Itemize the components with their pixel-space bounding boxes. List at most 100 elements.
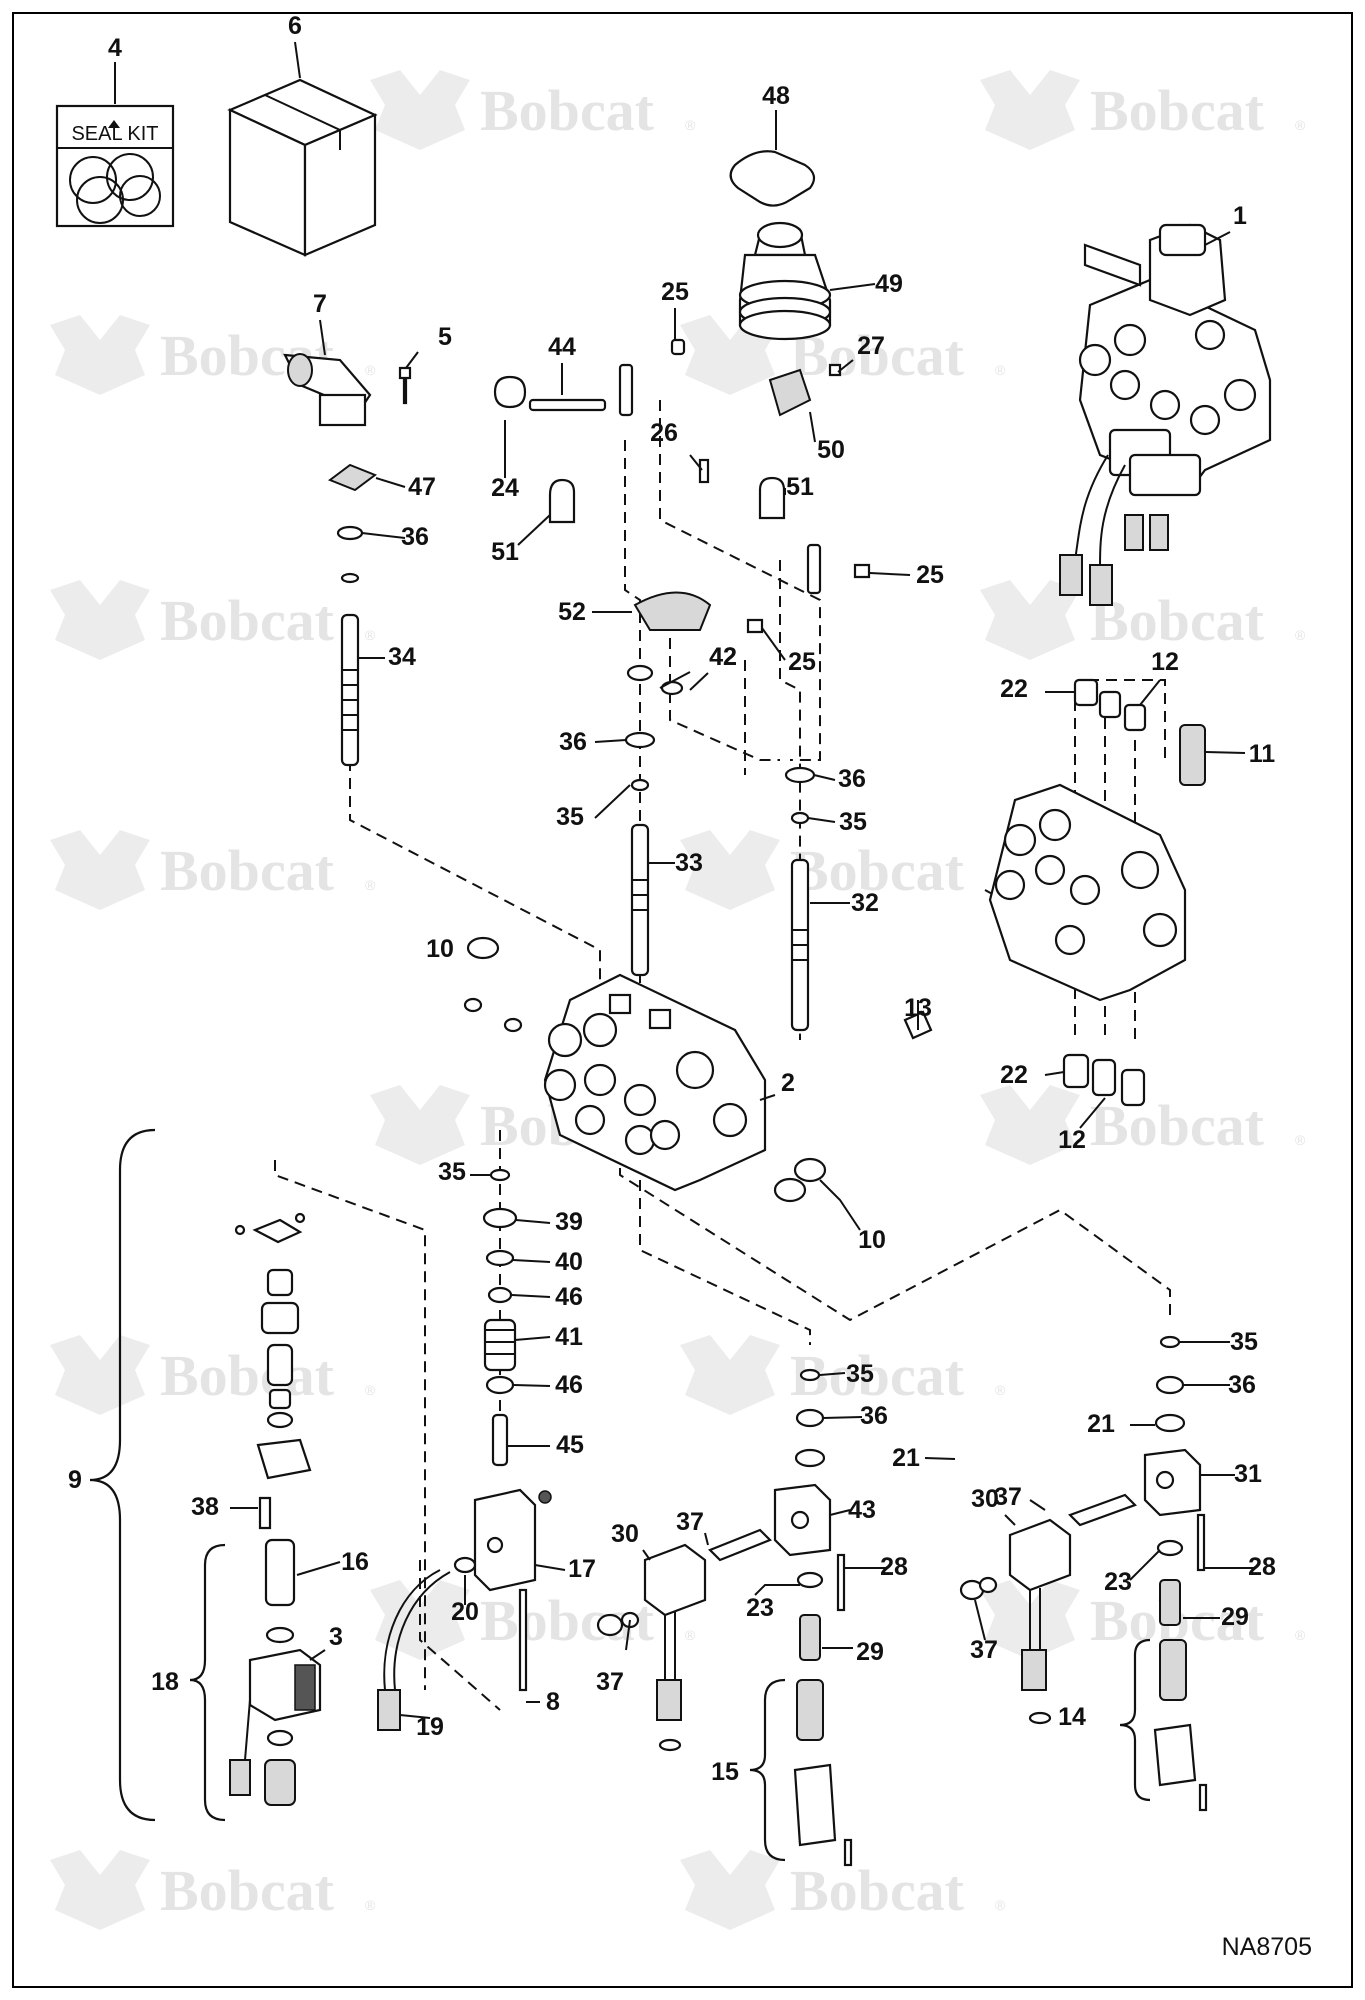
leader-line: [829, 283, 876, 291]
callout-39: 39: [555, 1208, 583, 1236]
callout-42: 42: [709, 643, 737, 671]
callout-26: 26: [650, 419, 678, 447]
callout-9: 9: [68, 1466, 82, 1494]
callout-36: 36: [838, 765, 866, 793]
callout-23: 23: [746, 1594, 774, 1622]
plug-10-bottom-a: [793, 1157, 827, 1183]
reference-code: NA8705: [1222, 1933, 1312, 1961]
plug-10-bottom-b: [773, 1177, 807, 1203]
diagram-frame: [12, 12, 1353, 1988]
callout-28: 28: [880, 1553, 908, 1581]
leader-line: [819, 1372, 846, 1376]
base-50: [768, 368, 812, 417]
leader-line: [625, 1619, 631, 1651]
brace-14: [1119, 1638, 1151, 1802]
leader-line: [809, 411, 816, 443]
detent-assembly-9: [234, 1212, 312, 1530]
callout-16: 16: [341, 1548, 369, 1576]
leader-line: [294, 41, 301, 79]
watermark-registered: ®: [1295, 627, 1306, 643]
callout-48: 48: [762, 82, 790, 110]
leader-line: [659, 671, 691, 689]
plug-10-top: [466, 936, 500, 960]
watermark: Bobcat®: [980, 1580, 1306, 1660]
leader-line: [1029, 1499, 1046, 1511]
watermark-registered: ®: [995, 1897, 1006, 1913]
oring-16: [265, 1626, 295, 1644]
washer-36-mid: [624, 731, 656, 749]
callout-12: 12: [1151, 648, 1179, 676]
leader-line: [837, 359, 854, 373]
watermark-registered: ®: [365, 362, 376, 378]
watermark-text: Bobcat: [790, 838, 965, 903]
watermark-registered: ®: [685, 117, 696, 133]
callout-33: 33: [675, 849, 703, 877]
watermark: Bobcat®: [980, 1085, 1306, 1165]
callout-10: 10: [858, 1226, 886, 1254]
rod-8: [518, 1588, 528, 1692]
leader-line: [309, 1649, 326, 1661]
leader-line: [515, 1219, 551, 1224]
oring-35-right: [790, 811, 810, 825]
leader-line: [761, 627, 786, 661]
leader-line: [319, 319, 326, 356]
watermark: Bobcat ®: [370, 70, 696, 150]
watermark: Bobcat®: [680, 1850, 1006, 1930]
callout-44: 44: [548, 333, 576, 361]
spool-33: [630, 823, 650, 977]
callout-32: 32: [851, 889, 879, 917]
relief-stack-center: [482, 1168, 518, 1467]
callout-4: 4: [108, 34, 122, 62]
callout-51: 51: [491, 538, 519, 566]
watermark: Bobcat ®: [980, 580, 1306, 660]
callout-35: 35: [839, 808, 867, 836]
watermark-registered: ®: [995, 362, 1006, 378]
coil-30-right: [959, 1518, 1072, 1725]
valve-body-right: [988, 783, 1187, 1002]
watermark-registered: ®: [365, 1897, 376, 1913]
washer-36-left: [336, 525, 364, 541]
callout-5: 5: [438, 323, 452, 351]
leader-line: [689, 454, 703, 471]
fitting-12-bottom-a: [1091, 1058, 1117, 1097]
plug-small: [463, 997, 483, 1013]
leader-line: [974, 1599, 986, 1641]
seal-kit-label: SEAL KIT: [71, 123, 158, 145]
leader-line: [361, 532, 406, 539]
callout-41: 41: [555, 1323, 583, 1351]
callout-10: 10: [426, 935, 454, 963]
callout-3: 3: [329, 1623, 343, 1651]
leader-line: [594, 784, 631, 819]
callout-20: 20: [451, 1598, 479, 1626]
watermark-text: Bobcat: [1090, 1093, 1265, 1158]
watermark-registered: ®: [995, 1382, 1006, 1398]
leader-line: [689, 672, 709, 691]
leader-line: [405, 351, 419, 369]
callout-25: 25: [916, 561, 944, 589]
callout-22: 22: [1000, 1061, 1028, 1089]
leader-line: [296, 1561, 341, 1576]
watermark-text: Bobcat: [160, 1343, 335, 1408]
callout-34: 34: [388, 643, 416, 671]
spool-34-grooves: [342, 669, 358, 731]
fitting-12-top-b: [1123, 703, 1147, 732]
watermark: Bobcat®: [50, 1850, 376, 1930]
callout-24: 24: [491, 474, 519, 502]
watermark: Bobcat®: [50, 830, 376, 910]
leader-line: [704, 1532, 709, 1546]
callout-36: 36: [401, 523, 429, 551]
callout-45: 45: [556, 1431, 584, 1459]
watermark-registered: ®: [365, 627, 376, 643]
watermark-text: Bobcat: [1090, 588, 1265, 653]
plug-22-top: [1073, 678, 1099, 707]
leader-line: [819, 1179, 861, 1231]
leader-line: [642, 1549, 651, 1561]
leader-line: [375, 477, 406, 488]
callout-30: 30: [971, 1485, 999, 1513]
callout-12: 12: [1058, 1126, 1086, 1154]
callout-22: 22: [1000, 675, 1028, 703]
callout-31: 31: [1234, 1460, 1262, 1488]
rubber-boot-49: [738, 221, 832, 341]
watermark-text: Bobcat: [480, 78, 655, 143]
block-17: [473, 1488, 552, 1592]
